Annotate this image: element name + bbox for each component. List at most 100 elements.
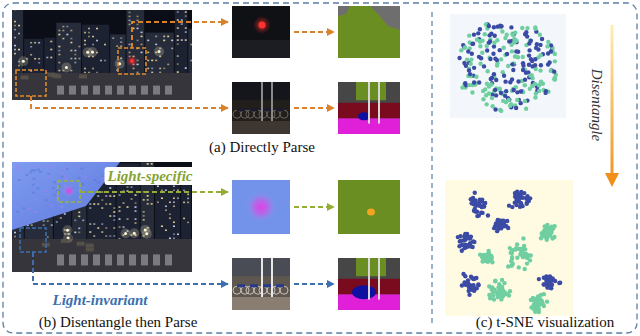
tsne-point [463, 232, 467, 236]
tsne-point [477, 80, 481, 84]
tsne-point [484, 102, 488, 106]
tsne-point [539, 63, 543, 67]
map-texture [18, 179, 21, 181]
window-light [104, 44, 106, 46]
window-light [105, 195, 107, 197]
tsne-point [527, 48, 531, 52]
crosswalk-stripe [165, 254, 172, 265]
window-light [177, 27, 179, 29]
traffic-light-glow [126, 55, 138, 67]
window-light [82, 220, 84, 222]
window-light [56, 221, 58, 223]
window-light [185, 27, 187, 29]
window-light [177, 19, 179, 21]
tsne-point [540, 300, 544, 304]
tsne-point [506, 292, 510, 296]
map-texture [52, 187, 55, 189]
bicycle [86, 244, 94, 248]
tsne-point [539, 301, 543, 305]
window-light [109, 235, 111, 237]
light-specific-crop [232, 180, 290, 234]
tsne-point [480, 197, 484, 201]
tsne-point [519, 250, 523, 254]
window-light [185, 67, 187, 69]
light-glow [129, 228, 139, 238]
tsne-point [487, 84, 491, 88]
tsne-point [498, 48, 502, 52]
window-light [97, 227, 99, 229]
window-light [181, 19, 183, 21]
window-light [119, 210, 121, 212]
tsne-point [552, 69, 556, 73]
tsne-point [506, 64, 510, 68]
light-glow [61, 62, 71, 72]
tsne-point [522, 191, 526, 195]
window-light [187, 194, 189, 196]
tsne-point [525, 34, 529, 38]
tsne-point [525, 255, 529, 259]
window-light [155, 36, 157, 38]
window-light [113, 227, 115, 229]
window-light [66, 26, 68, 28]
tsne-point [545, 44, 549, 48]
window-light [169, 213, 171, 215]
tsne-point [538, 33, 542, 37]
window-light [177, 39, 179, 41]
tsne-point [486, 213, 490, 217]
bicycle [61, 239, 69, 243]
window-light [58, 30, 60, 32]
window-light [131, 198, 133, 200]
segmentation-map [338, 180, 400, 234]
window-light [113, 195, 115, 197]
window-light [112, 37, 114, 39]
window-light [129, 24, 131, 26]
window-light [14, 29, 16, 31]
seg-building [370, 6, 400, 30]
window-light [113, 235, 115, 237]
window-light [171, 40, 173, 42]
window-light [177, 55, 179, 57]
map-texture [32, 192, 35, 194]
window-light [38, 62, 40, 64]
window-light [177, 43, 179, 45]
crosswalk-stripe [57, 254, 64, 265]
tsne-point [504, 89, 508, 93]
window-light [167, 64, 169, 66]
window-light [104, 60, 106, 62]
window-light [155, 60, 157, 62]
pavement [232, 121, 290, 134]
tsne-point [478, 252, 482, 256]
window-light [74, 220, 76, 222]
window-light [120, 41, 122, 43]
tsne-point [472, 277, 476, 281]
window-light [105, 203, 107, 205]
window-light [169, 237, 171, 239]
tsne-point [487, 293, 491, 297]
tsne-point [487, 256, 491, 260]
window-light [89, 223, 91, 225]
tsne-point [537, 277, 541, 281]
tsne-point [521, 196, 525, 200]
window-light [30, 42, 32, 44]
tsne-point [530, 64, 534, 68]
window-light [14, 10, 16, 11]
light-glow [121, 228, 131, 238]
tsne-point [498, 108, 502, 112]
window-light [161, 197, 163, 199]
window-light [173, 225, 175, 227]
tsne-point [469, 57, 473, 61]
map-texture [23, 207, 26, 209]
window-light [34, 42, 36, 44]
window-light [89, 203, 91, 205]
crosswalk-stripe [81, 86, 88, 95]
window-light [173, 233, 175, 235]
window-light [155, 44, 157, 46]
tsne-point [480, 38, 484, 42]
window-light [14, 49, 16, 51]
bike-frame [263, 284, 271, 287]
tsne-point [517, 265, 521, 269]
street-light [66, 229, 69, 232]
window-light [113, 211, 115, 213]
window-light [58, 50, 60, 52]
